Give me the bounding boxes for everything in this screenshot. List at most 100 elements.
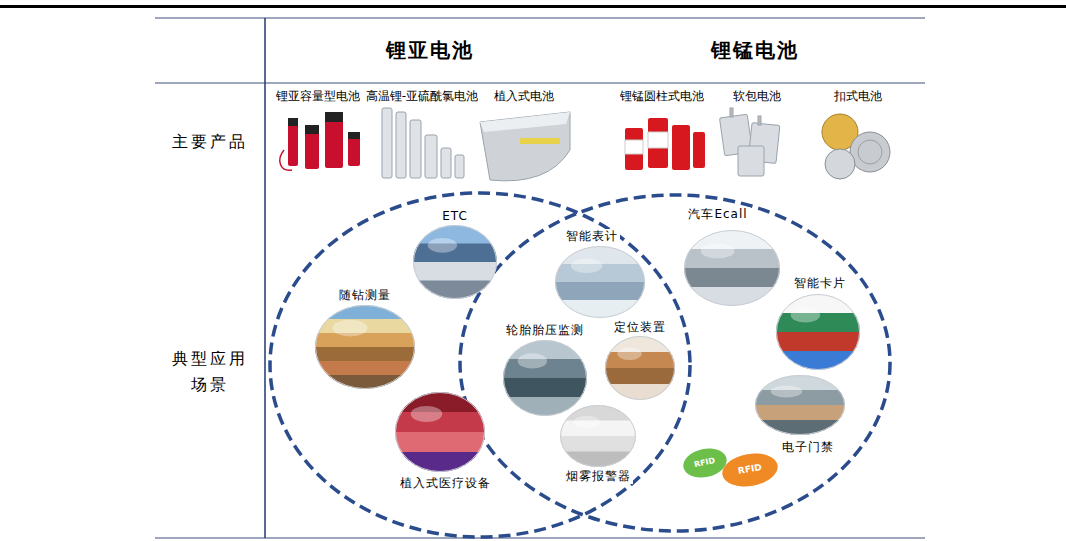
pouch-cells <box>730 108 733 117</box>
photo-band <box>315 361 415 376</box>
li-socl2-capacity-cells <box>280 112 360 170</box>
application-photo: 烟雾报警器 <box>560 405 636 467</box>
photo-outline <box>316 306 415 389</box>
photo-band <box>503 378 587 398</box>
product-name: 高温锂-亚硫酰氯电池 <box>366 89 478 104</box>
photo-highlight <box>411 406 443 422</box>
photo-band <box>413 225 497 244</box>
table-rule <box>264 18 266 538</box>
venn-ellipse <box>460 195 890 531</box>
high-temp-cells <box>441 148 451 178</box>
photo-highlight <box>771 386 803 398</box>
product-name: 锂锰圆柱式电池 <box>620 89 704 104</box>
photo-outline <box>561 406 636 467</box>
photo-band <box>395 452 485 473</box>
coin-cells <box>825 149 855 179</box>
photo-outline <box>685 231 780 306</box>
li-socl2-capacity-cells <box>348 132 360 166</box>
photo-outline <box>556 247 645 318</box>
application-caption: ETC <box>440 209 470 224</box>
photo-band <box>684 287 780 307</box>
application-caption: 轮胎胎压监测 <box>504 323 586 338</box>
photo-fill <box>555 246 645 319</box>
photo-fill <box>684 230 780 307</box>
photo-fill <box>413 225 497 300</box>
photo-circle <box>555 246 645 318</box>
photo-highlight <box>333 320 368 337</box>
application-photo: ETC <box>413 225 497 299</box>
photo-circle <box>503 340 587 416</box>
li-socl2-capacity-cells <box>348 132 360 139</box>
photo-highlight <box>791 307 820 322</box>
table-rule <box>0 5 1066 538</box>
photo-band <box>560 436 636 452</box>
photo-band <box>315 375 415 390</box>
photo-circle <box>605 336 675 400</box>
implantable-cell <box>480 112 570 132</box>
photo-fill <box>605 336 675 401</box>
row-header: 主要产品 <box>172 132 248 152</box>
photo-band <box>560 405 636 421</box>
high-temp-cells <box>410 120 421 178</box>
application-photo: 轮胎胎压监测 <box>503 340 587 416</box>
photo-highlight <box>428 238 457 253</box>
rfid-band <box>720 449 781 490</box>
pouch-cells <box>719 108 779 176</box>
product-name: 锂亚容量型电池 <box>276 89 360 104</box>
high-temp-cells <box>382 108 392 178</box>
photo-band <box>560 452 636 468</box>
photo-circle <box>755 375 845 435</box>
photo-highlight <box>701 243 735 258</box>
photo-band <box>605 368 675 385</box>
table-rule <box>155 18 925 19</box>
coin-cells <box>858 140 882 164</box>
application-caption: 烟雾报警器 <box>564 469 633 484</box>
photo-band <box>755 420 845 436</box>
application-caption: 智能表计 <box>564 229 620 244</box>
photo-outline <box>606 337 675 400</box>
implantable-cell <box>520 138 560 144</box>
photo-band <box>555 282 645 301</box>
pouch-cells <box>758 116 761 125</box>
photo-band <box>755 405 845 421</box>
application-caption: 电子门禁 <box>780 440 836 455</box>
photo-band <box>555 300 645 319</box>
table-rule <box>155 538 925 539</box>
photo-band <box>315 347 415 362</box>
high-temp-cells <box>455 155 464 178</box>
product-name: 扣式电池 <box>834 89 882 104</box>
table-rule <box>0 5 1066 8</box>
high-temp-cells <box>396 112 406 178</box>
photo-band <box>755 375 845 391</box>
photo-band <box>605 336 675 353</box>
implantable-cell <box>480 112 570 181</box>
application-photo: 智能卡片 <box>776 294 860 370</box>
application-photo: 智能表计 <box>555 246 645 318</box>
photo-circle <box>413 225 497 299</box>
li-mno2-cylindrical-cells <box>625 128 643 170</box>
photo-band <box>776 332 860 352</box>
venn-ellipse <box>270 193 690 537</box>
pouch-cells <box>738 146 764 176</box>
venn-ellipse <box>270 193 890 537</box>
photo-fill <box>315 305 415 390</box>
high-temp-cells <box>425 135 437 178</box>
application-caption: 植入式医疗设备 <box>398 476 493 491</box>
product-name: 软包电池 <box>733 89 781 104</box>
photo-fill <box>395 392 485 473</box>
photo-band <box>684 268 780 288</box>
application-caption: 随钻测量 <box>337 288 393 303</box>
li-mno2-cylindrical-cells <box>625 140 643 154</box>
photo-band <box>503 340 587 360</box>
photo-band <box>413 262 497 281</box>
li-socl2-capacity-cells <box>288 118 298 166</box>
row-header: 典型应用场景 <box>170 346 250 397</box>
photo-outline <box>504 341 587 416</box>
table-rule <box>155 83 925 84</box>
photo-outline <box>414 226 497 299</box>
photo-band <box>413 281 497 300</box>
column-header: 锂亚电池 <box>386 38 474 63</box>
product-name: 植入式电池 <box>494 89 554 104</box>
